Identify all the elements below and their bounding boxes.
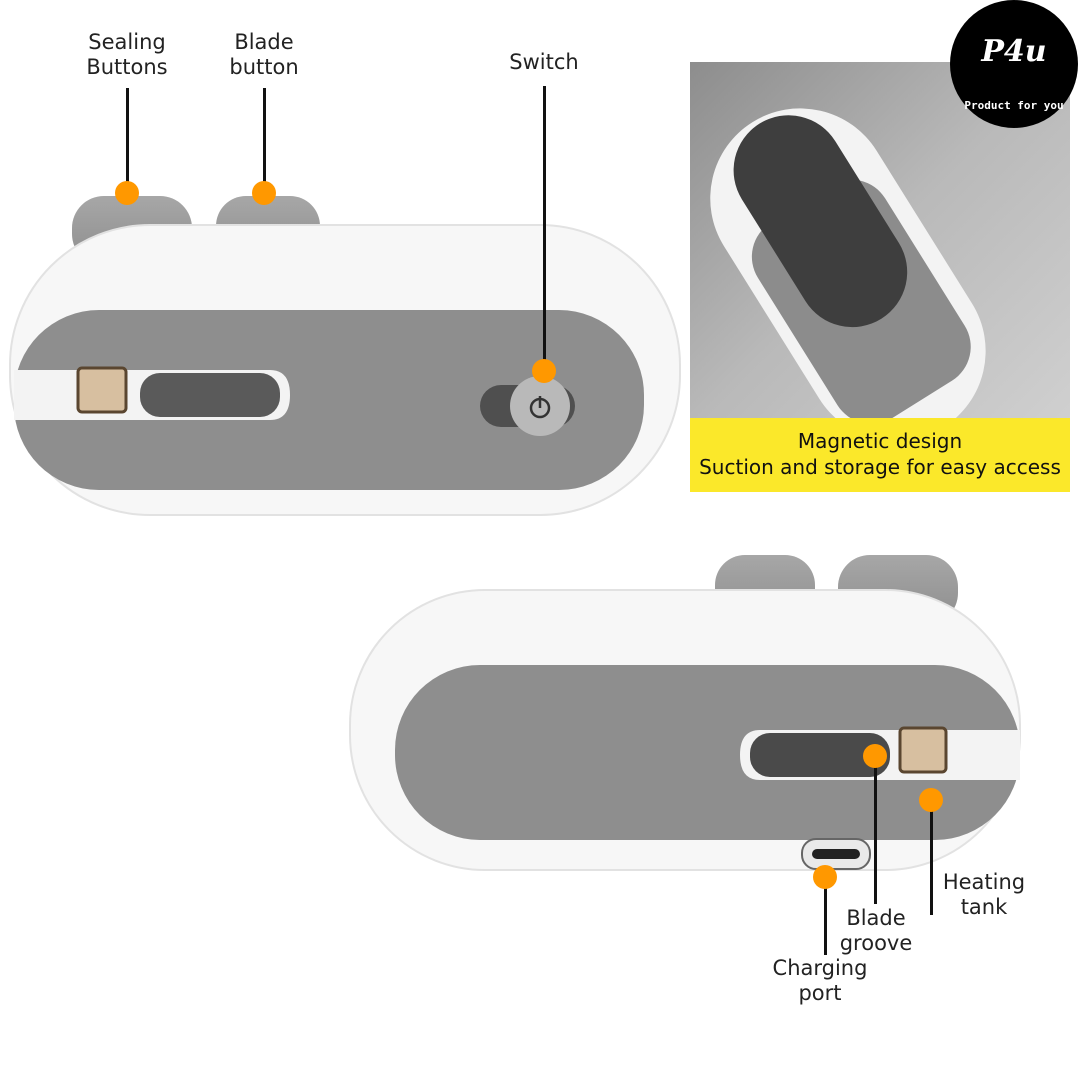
device-bottom-view — [349, 555, 1021, 871]
sealing-buttons-label: Sealing Buttons — [86, 30, 168, 79]
switch-leader — [543, 86, 546, 370]
blade-groove-label: Blade groove — [839, 906, 913, 955]
charging-port-label: Charging port — [772, 956, 868, 1005]
caption-line-2: Suction and storage for easy access — [699, 455, 1061, 479]
magnetic-caption: Magnetic design Suction and storage for … — [690, 418, 1070, 492]
blade-button-marker — [252, 181, 276, 205]
grey-band-rear — [395, 665, 1020, 840]
blade-button-leader — [263, 88, 266, 192]
charging-port-marker — [813, 865, 837, 889]
blade-groove-marker — [863, 744, 887, 768]
caption-line-1: Magnetic design — [797, 429, 963, 453]
heating-tank-leader — [930, 800, 933, 915]
sealing-buttons-marker — [115, 181, 139, 205]
logo-tagline: Product for you — [964, 99, 1064, 112]
heating-element — [76, 366, 128, 414]
blade-button-label: Blade button — [229, 30, 299, 79]
brand-logo: P4u Product for you — [950, 0, 1078, 128]
switch-label: Switch — [509, 50, 579, 74]
blade-groove-leader — [874, 756, 877, 904]
heating-tank-marker — [919, 788, 943, 812]
logo-mark: P4u — [981, 34, 1047, 69]
magnetic-closeup — [710, 108, 986, 422]
grey-band — [14, 310, 644, 490]
blade-groove — [750, 733, 890, 777]
switch-marker — [532, 359, 556, 383]
sealing-buttons-leader — [126, 88, 129, 192]
magnetic-inset: Magnetic design Suction and storage for … — [690, 62, 1070, 492]
charging-port-leader — [824, 877, 827, 955]
heating-tank-label: Heating tank — [942, 870, 1026, 919]
device-side-view — [9, 196, 681, 516]
heating-tank — [898, 726, 948, 774]
blade-groove-top — [140, 373, 280, 417]
